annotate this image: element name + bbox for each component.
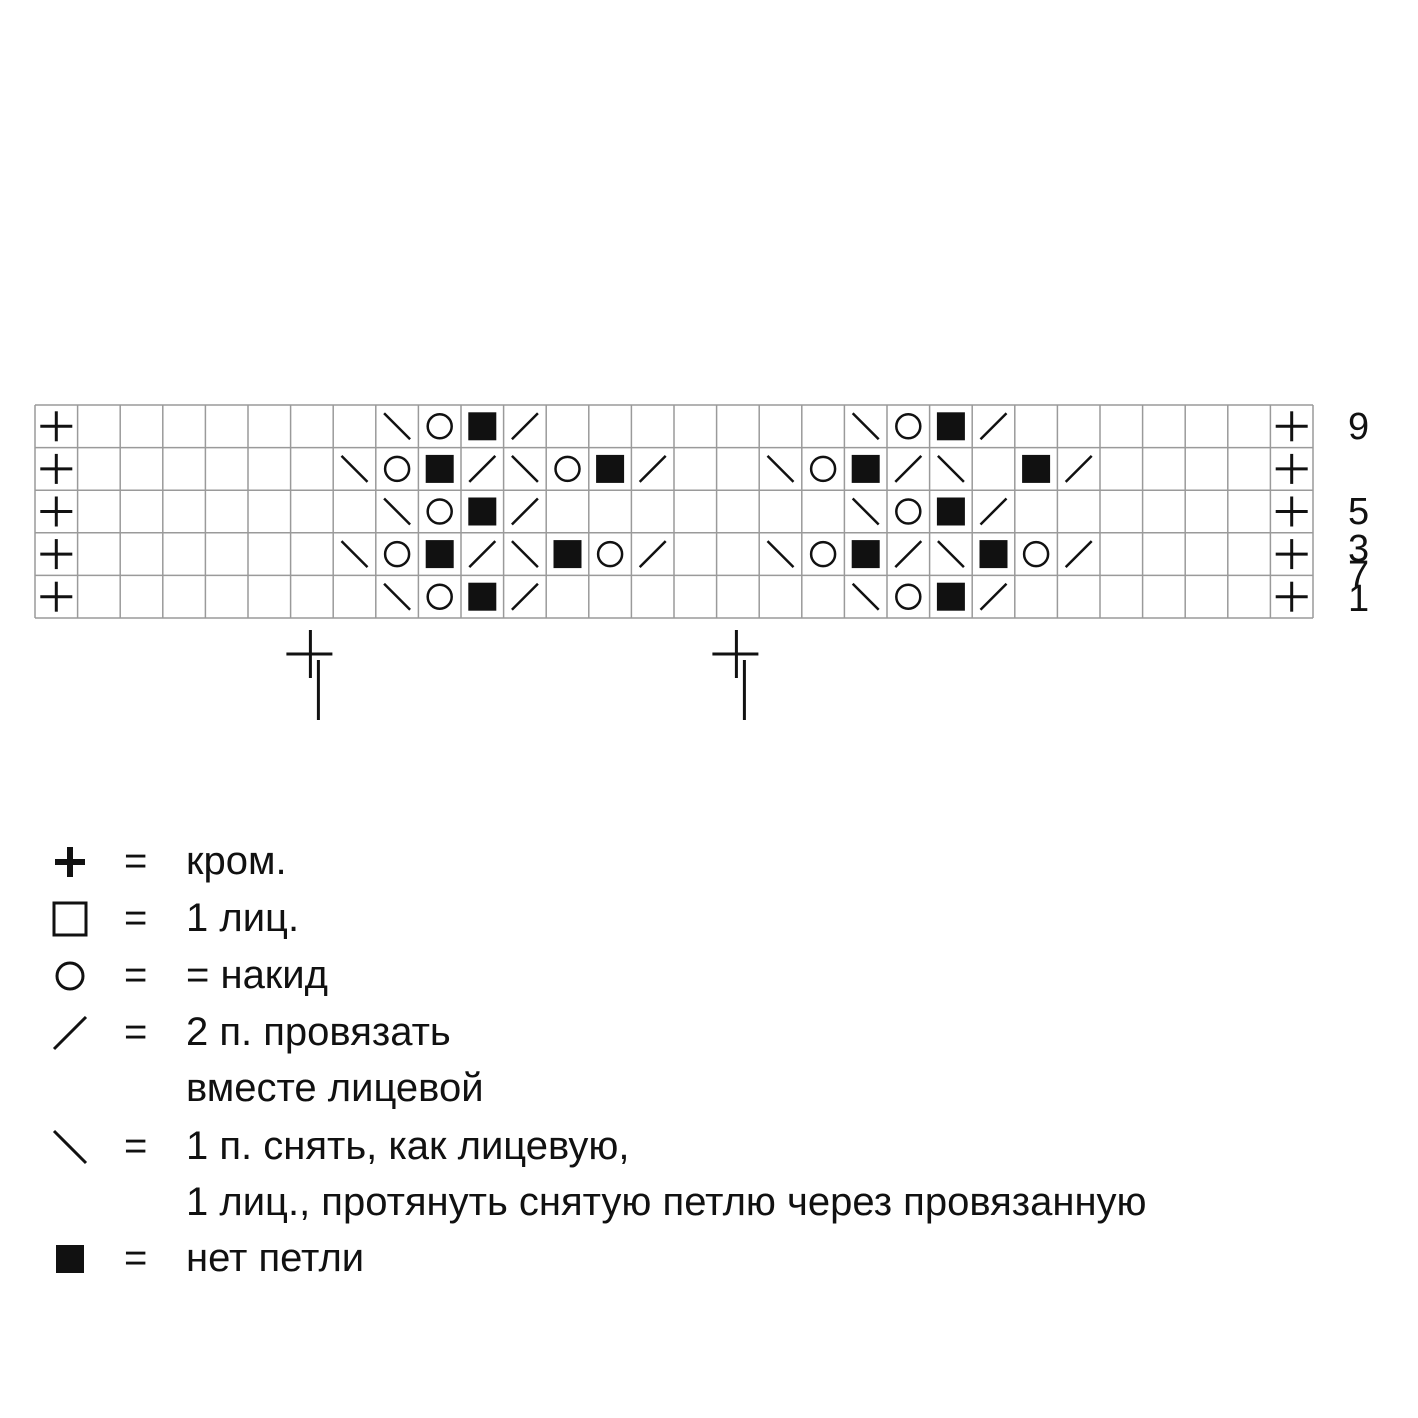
skp-backslash-icon bbox=[511, 540, 539, 568]
no-stitch-filled-square-icon bbox=[553, 540, 582, 569]
row-number-3: 3 bbox=[1348, 528, 1370, 570]
k2tog-slash-icon bbox=[979, 412, 1008, 441]
legend-label: нет петли bbox=[186, 1236, 365, 1280]
legend-label-continued: 1 лиц., протянуть снятую петлю через про… bbox=[186, 1180, 1147, 1224]
knitting-chart bbox=[34, 404, 1314, 720]
no-stitch-filled-square-icon bbox=[979, 540, 1008, 569]
k2tog-slash-icon bbox=[979, 497, 1008, 526]
yarn-over-circle-icon bbox=[426, 413, 453, 440]
skp-backslash-icon bbox=[851, 497, 880, 526]
no-stitch-filled-square-icon bbox=[468, 582, 497, 611]
k2tog-slash-icon bbox=[638, 455, 667, 483]
legend-equals: = bbox=[124, 896, 148, 940]
skp-backslash-icon bbox=[511, 455, 539, 483]
yarn-over-circle-icon bbox=[426, 498, 453, 525]
yarn-over-circle-icon bbox=[554, 455, 581, 483]
k2tog-slash-icon bbox=[894, 455, 923, 483]
no-stitch-filled-square-icon bbox=[596, 454, 625, 483]
k2tog-slash-icon bbox=[1064, 540, 1093, 568]
yarn-over-circle-icon bbox=[426, 583, 453, 610]
skp-backslash-icon bbox=[340, 540, 369, 568]
legend-label: = накид bbox=[186, 953, 328, 997]
row-number-9: 9 bbox=[1348, 406, 1370, 448]
yarn-over-circle-icon bbox=[1022, 540, 1050, 568]
row-number-5: 5 bbox=[1348, 491, 1370, 533]
legend-label: 1 лиц. bbox=[186, 896, 300, 940]
skp-backslash-icon bbox=[851, 412, 880, 441]
k2tog-slash-icon bbox=[468, 540, 497, 568]
skp-backslash-icon bbox=[52, 1129, 88, 1165]
no-stitch-filled-square-icon bbox=[468, 412, 497, 441]
skp-backslash-icon bbox=[340, 455, 369, 483]
legend-label: кром. bbox=[186, 839, 287, 883]
row-number-7: 7 bbox=[1348, 554, 1370, 596]
yarn-over-circle-icon bbox=[596, 540, 624, 568]
skp-backslash-icon bbox=[937, 540, 965, 568]
yarn-over-circle-icon bbox=[55, 961, 85, 991]
k2tog-slash-icon bbox=[979, 582, 1008, 611]
legend-equals: = bbox=[124, 1010, 148, 1054]
no-stitch-filled-square-icon bbox=[56, 1245, 84, 1273]
legend-label-continued: вместе лицевой bbox=[186, 1066, 484, 1110]
no-stitch-filled-square-icon bbox=[851, 540, 880, 569]
no-stitch-filled-square-icon bbox=[936, 497, 965, 526]
skp-backslash-icon bbox=[383, 582, 411, 611]
k2tog-slash-icon bbox=[511, 497, 539, 526]
yarn-over-circle-icon bbox=[895, 413, 922, 440]
yarn-over-circle-icon bbox=[383, 455, 411, 483]
yarn-over-circle-icon bbox=[383, 540, 411, 568]
k2tog-slash-icon bbox=[1064, 455, 1093, 483]
legend-equals: = bbox=[124, 1236, 148, 1280]
skp-backslash-icon bbox=[383, 412, 411, 441]
no-stitch-filled-square-icon bbox=[936, 582, 965, 611]
knit-square-icon bbox=[52, 901, 88, 937]
skp-backslash-icon bbox=[851, 582, 880, 611]
row-number-1: 1 bbox=[1348, 578, 1370, 620]
skp-backslash-icon bbox=[937, 455, 965, 483]
yarn-over-circle-icon bbox=[895, 583, 922, 610]
legend-equals: = bbox=[124, 839, 148, 883]
no-stitch-filled-square-icon bbox=[1022, 454, 1051, 483]
no-stitch-filled-square-icon bbox=[425, 540, 454, 569]
skp-backslash-icon bbox=[766, 455, 795, 483]
no-stitch-filled-square-icon bbox=[425, 454, 454, 483]
edge-stitch-plus-icon bbox=[55, 847, 85, 877]
no-stitch-filled-square-icon bbox=[851, 454, 880, 483]
legend-equals: = bbox=[124, 953, 148, 997]
legend-label: 2 п. провязать bbox=[186, 1010, 451, 1054]
k2tog-slash-icon bbox=[468, 455, 497, 483]
skp-backslash-icon bbox=[766, 540, 795, 568]
skp-backslash-icon bbox=[383, 497, 411, 526]
yarn-over-circle-icon bbox=[809, 540, 837, 568]
legend-equals: = bbox=[124, 1124, 148, 1168]
k2tog-slash-icon bbox=[638, 540, 667, 568]
yarn-over-circle-icon bbox=[895, 498, 922, 525]
k2tog-slash-icon bbox=[894, 540, 923, 568]
yarn-over-circle-icon bbox=[809, 455, 837, 483]
k2tog-slash-icon bbox=[511, 582, 539, 611]
no-stitch-filled-square-icon bbox=[468, 497, 497, 526]
k2tog-slash-icon bbox=[52, 1015, 88, 1051]
no-stitch-filled-square-icon bbox=[936, 412, 965, 441]
legend-label: 1 п. снять, как лицевую, bbox=[186, 1124, 630, 1168]
k2tog-slash-icon bbox=[511, 412, 539, 441]
